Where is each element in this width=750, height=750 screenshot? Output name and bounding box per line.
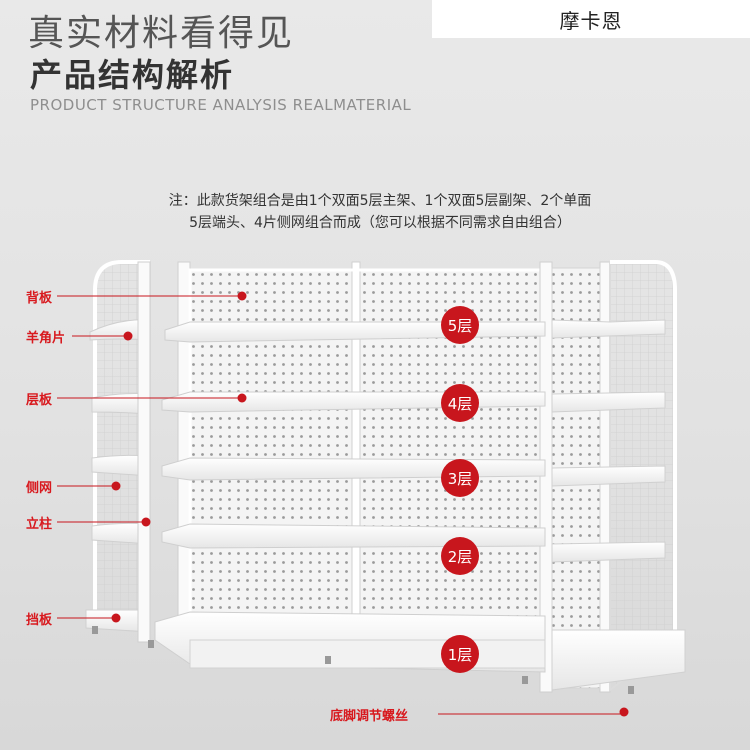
right-endcap-shelves xyxy=(551,319,686,691)
layer-badge-2 xyxy=(441,537,479,575)
adjustable-feet xyxy=(92,626,634,694)
note-line-2: 5层端头、4片侧网组合而成（您可以根据不同需求自由组合） xyxy=(189,215,571,231)
layer-badge-1-text: 1层 xyxy=(448,646,473,664)
left-endcap-shelves xyxy=(85,319,151,633)
label-back-panel: 背板 xyxy=(26,291,53,306)
layer-badges: 5层 4层 3层 2层 1层 xyxy=(441,306,479,673)
left-side-mesh xyxy=(93,260,151,642)
layer-badge-4-text: 4层 xyxy=(448,395,473,413)
layer-badge-5-text: 5层 xyxy=(448,317,473,335)
main-shelves xyxy=(154,321,546,673)
brand-name: 摩卡恩 xyxy=(559,8,623,33)
label-side-mesh: 侧网 xyxy=(26,481,53,496)
layer-badge-3-text: 3层 xyxy=(448,470,473,488)
left-upright-2 xyxy=(177,261,191,653)
layer-badge-3 xyxy=(441,459,479,497)
label-bracket: 羊角片 xyxy=(26,331,66,346)
callout-lines xyxy=(57,295,624,715)
composition-note: 注：此款货架组合是由1个双面5层主架、1个双面5层副架、2个单面 5层端头、4片… xyxy=(90,190,670,234)
brand-box: 摩卡恩 xyxy=(432,0,750,38)
label-foot-screw: 底脚调节螺丝 xyxy=(330,709,409,724)
label-baffle: 挡板 xyxy=(26,613,53,628)
layer-badge-5 xyxy=(441,306,479,344)
layer-badge-4 xyxy=(441,384,479,422)
label-shelf-board: 层板 xyxy=(26,393,53,408)
left-upright-1 xyxy=(137,261,151,643)
layer-badge-2-text: 2层 xyxy=(448,548,473,566)
label-upright: 立柱 xyxy=(26,517,53,532)
layer-badge-1 xyxy=(441,635,479,673)
page-title: 真实材料看得见 xyxy=(28,13,295,54)
page-subtitle: 产品结构解析 xyxy=(30,56,235,94)
english-title: PRODUCT STRUCTURE ANALYSIS REALMATERIAL xyxy=(30,96,412,114)
callout-dots xyxy=(111,291,629,717)
note-line-1: 注：此款货架组合是由1个双面5层主架、1个双面5层副架、2个单面 xyxy=(168,193,592,209)
